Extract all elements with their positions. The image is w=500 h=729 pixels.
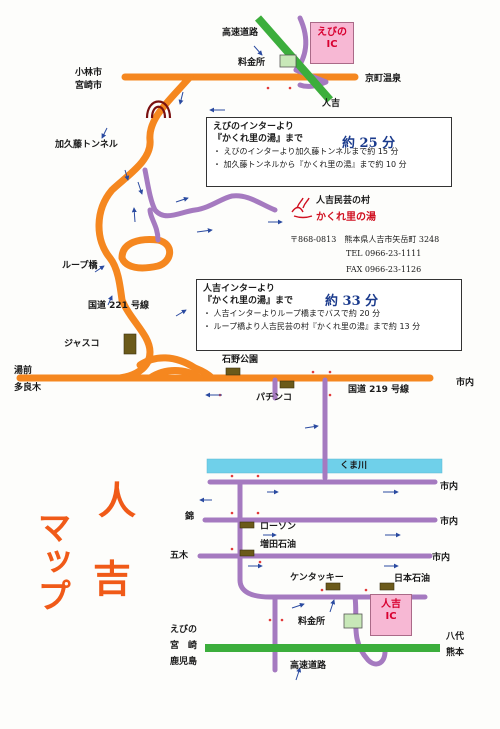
- label-kumamoto: 熊本: [446, 648, 465, 658]
- label-loop-bridge: ループ橋: [62, 261, 98, 271]
- tollgate-north: [279, 54, 297, 68]
- label-kakuto-tunnel: 加久藤トンネル: [55, 140, 118, 150]
- label-shinai-4: 市内: [432, 553, 451, 563]
- masuda-marker: [239, 549, 255, 557]
- label-tollgate-top: 料金所: [238, 58, 266, 68]
- hot-spring-icon: [291, 197, 313, 219]
- ebino-ic-line2: IC: [326, 39, 338, 50]
- label-miyazaki-bottom: 宮 崎: [170, 641, 198, 651]
- info-ebino-item-1: ・ えびのインターより加久藤トンネルまで約 15 分: [213, 147, 399, 156]
- label-expressway-bottom: 高速道路: [290, 661, 327, 671]
- spa-village-label: 人吉民芸の村: [316, 196, 371, 206]
- label-taragi: 多良木: [14, 383, 42, 393]
- label-expressway-top: 高速道路: [222, 28, 259, 38]
- spa-fax: FAX 0966-23-1126: [346, 265, 422, 274]
- ebino-ic: えびの IC: [310, 22, 354, 64]
- jusco-marker: [123, 333, 137, 355]
- label-itsuki: 五木: [170, 551, 189, 561]
- lawson-marker: [239, 521, 255, 529]
- label-shinai-3: 市内: [440, 517, 459, 527]
- nisseki-marker: [379, 582, 395, 591]
- info-hitoyoshi-time: 約 33 分: [325, 294, 379, 309]
- label-lawson: ローソン: [260, 522, 297, 532]
- ishino-park-marker: [225, 367, 241, 376]
- pachinko-marker: [279, 380, 295, 389]
- ebino-ic-line1: えびの: [317, 27, 347, 38]
- info-ebino-time: 約 25 分: [342, 136, 396, 151]
- hitoyoshi-ic-line2: IC: [385, 611, 397, 622]
- map-title-hito: 人: [98, 479, 137, 523]
- road-loop-3: [146, 367, 204, 382]
- label-miyazaki-top: 宮崎市: [75, 81, 103, 91]
- info-ebino-line1: えびのインターより: [213, 122, 294, 132]
- label-kagoshima: 鹿児島: [170, 657, 198, 667]
- spa-name: かくれ里の湯: [316, 212, 376, 223]
- label-yunomae: 湯前: [14, 366, 33, 376]
- label-kuma-river: くま川: [340, 461, 368, 471]
- kakuto-tunnel-mark: [145, 100, 172, 119]
- info-hitoyoshi-line1: 人吉インターより: [203, 284, 275, 294]
- label-pachinko: パチンコ: [256, 393, 293, 403]
- info-hitoyoshi-line2: 『かくれ里の湯』まで: [203, 296, 294, 306]
- label-route221: 国道 221 号線: [88, 301, 150, 311]
- road-route221: [95, 73, 194, 382]
- map-title-map: マップ: [31, 510, 71, 612]
- kfc-marker: [325, 582, 341, 591]
- label-route219: 国道 219 号線: [348, 385, 410, 395]
- label-kobayashi: 小林市: [75, 68, 103, 78]
- road-spa-branch: [147, 207, 161, 243]
- label-kyomachi: 京町温泉: [365, 74, 402, 84]
- info-box-hitoyoshi: 人吉インターより 『かくれ里の湯』まで 約 33 分 ・ 人吉インターよりループ…: [196, 279, 462, 351]
- tollgate-south: [343, 613, 363, 629]
- hitoyoshi-ic-line1: 人吉: [381, 599, 401, 610]
- label-ebino-city: えびの: [170, 625, 198, 635]
- road-to-spa: [142, 167, 278, 219]
- road-loop-2: [136, 354, 216, 382]
- direction-arrows: [94, 45, 401, 681]
- info-box-ebino: えびのインターより 『かくれ里の湯』まで 約 25 分 ・ えびのインターより加…: [206, 117, 452, 187]
- label-nishiki: 錦: [185, 512, 195, 522]
- label-masuda-oil: 増田石油: [260, 540, 297, 550]
- road-loop-1: [118, 236, 174, 272]
- hitoyoshi-ic: 人吉 IC: [370, 594, 412, 636]
- spa-tel: TEL 0966-23-1111: [346, 249, 422, 258]
- label-nisseki: 日本石油: [394, 574, 431, 584]
- info-ebino-item-2: ・ 加久藤トンネルから『かくれ里の湯』まで約 10 分: [213, 160, 407, 169]
- label-kfc: ケンタッキー: [290, 573, 344, 583]
- label-tollgate-bottom: 料金所: [298, 617, 326, 627]
- label-ishino-park: 石野公園: [222, 355, 259, 365]
- label-yatsushiro: 八代: [446, 632, 465, 642]
- label-jusco: ジャスコ: [64, 339, 100, 349]
- road-city-kfc: [237, 577, 428, 600]
- map-title-yoshi: 吉: [93, 557, 132, 601]
- label-hitoyoshi-top: 人吉: [322, 99, 341, 109]
- info-ebino-line2: 『かくれ里の湯』まで: [213, 134, 304, 144]
- info-hitoyoshi-item-1: ・ 人吉インターよりループ橋までバスで約 20 分: [203, 309, 381, 318]
- label-shinai-1: 市内: [456, 378, 475, 388]
- info-hitoyoshi-item-2: ・ ループ橋より人吉民芸の村『かくれ里の湯』まで約 13 分: [203, 322, 421, 331]
- label-shinai-2: 市内: [440, 482, 459, 492]
- spa-postal: 〒868-0813 熊本県人吉市矢岳町 3248: [290, 235, 440, 244]
